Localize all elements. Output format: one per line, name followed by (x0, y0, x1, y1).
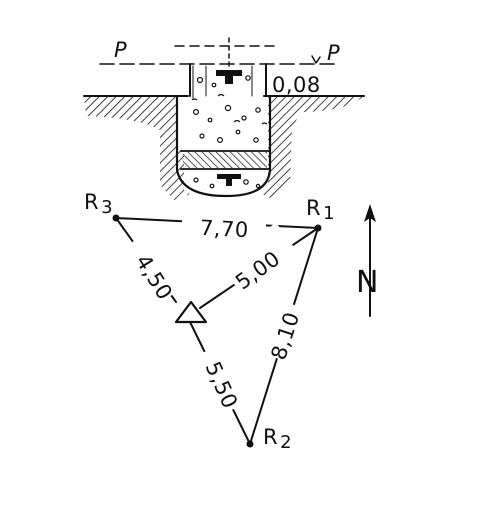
wall-above-ground (189, 63, 267, 97)
offset-value: 0,08 (272, 73, 321, 97)
station-triangle-icon (174, 300, 208, 324)
level-arrow-icon (311, 55, 321, 64)
wall-edge-lines (192, 65, 253, 99)
soil-hatch-left (84, 96, 190, 200)
level-label-right: P (327, 41, 340, 65)
level-label-left: P (114, 38, 127, 62)
interlayer-hatch (183, 152, 267, 168)
point-r3 (112, 214, 120, 222)
distance-r3-r1: 7,70 (199, 216, 249, 243)
lower-marker-icon (217, 174, 241, 186)
trench-outline (175, 94, 272, 198)
foundation-cross-section: P P 0,08 (83, 37, 365, 200)
point-r1 (314, 224, 322, 232)
north-arrow: N (356, 204, 378, 317)
concrete-speckles (191, 75, 268, 189)
upper-marker-icon (216, 70, 242, 84)
point-r2 (246, 440, 254, 448)
soil-hatch-right (262, 96, 364, 200)
north-arrow-head-icon (364, 204, 376, 222)
north-label: N (356, 265, 378, 300)
